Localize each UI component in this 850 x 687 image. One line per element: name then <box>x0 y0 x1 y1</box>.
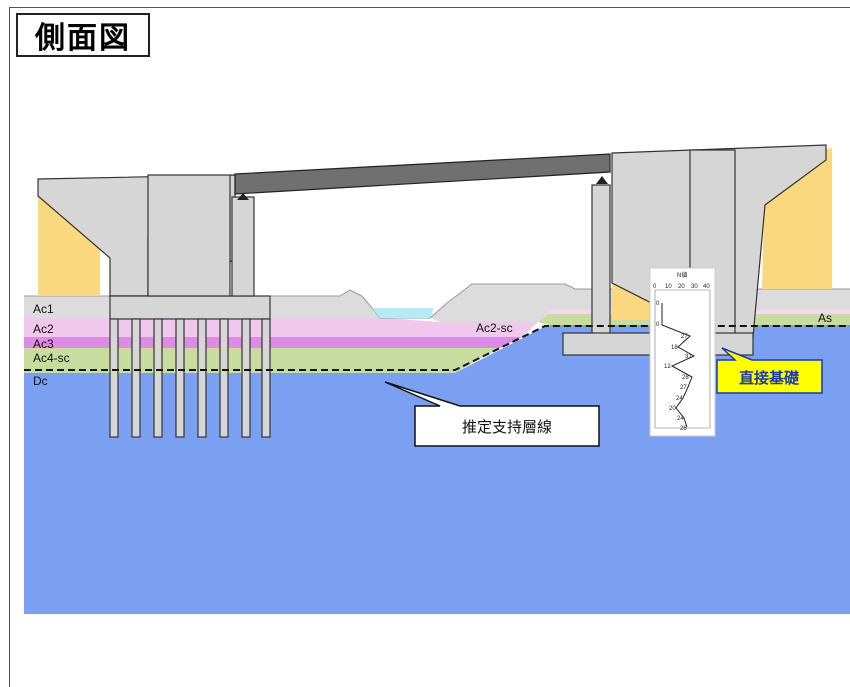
bridge-girder <box>234 153 611 195</box>
layer-label-ac1: Ac1 <box>33 302 54 316</box>
left-piles <box>109 318 271 438</box>
direct-foundation-callout <box>716 347 823 394</box>
layer-label-dc: Dc <box>33 374 48 388</box>
n-value: 12 <box>664 364 671 370</box>
support-line-callout <box>384 381 600 447</box>
layer-label-ac4sc: Ac4-sc <box>33 351 70 365</box>
n-value: 24 <box>676 396 683 402</box>
n-value-log <box>649 267 716 437</box>
n-value-title: N値 <box>677 271 687 279</box>
drawing-frame <box>9 7 850 687</box>
n-tick: 10 <box>665 284 672 290</box>
n-value: 18 <box>671 345 678 351</box>
n-value: 20 <box>669 406 676 412</box>
n-value: 0 <box>656 301 660 307</box>
n-value: 24 <box>677 416 684 422</box>
ac3-layer <box>24 337 522 348</box>
n-value: 26 <box>680 426 687 432</box>
page-title: 側面図 <box>16 13 150 57</box>
ac2-layer <box>24 318 538 337</box>
n-value: 27 <box>680 385 687 391</box>
layer-label-as: As <box>818 311 832 325</box>
direct-foundation-label: 直接基礎 <box>739 369 800 387</box>
dc-bearing-layer <box>24 325 850 614</box>
right-bearing-icon <box>596 176 608 184</box>
n-value: 31 <box>685 354 692 360</box>
n-tick: 20 <box>678 284 685 290</box>
support-line-label: 推定支持層線 <box>462 418 552 436</box>
layer-label-ac2: Ac2 <box>33 322 54 336</box>
n-value-curve <box>661 303 696 428</box>
n-tick: 30 <box>691 284 698 290</box>
n-value: 27 <box>681 334 688 340</box>
n-value: 28 <box>682 375 689 381</box>
layer-label-ac3: Ac3 <box>33 337 54 351</box>
left-bearing-icon <box>237 193 249 200</box>
n-tick: 0 <box>653 284 657 290</box>
river-water <box>372 308 434 318</box>
layer-label-ac2sc: Ac2-sc <box>476 321 513 335</box>
n-value: 0 <box>656 322 660 328</box>
n-tick: 40 <box>703 284 710 290</box>
left-abutment <box>37 174 271 320</box>
